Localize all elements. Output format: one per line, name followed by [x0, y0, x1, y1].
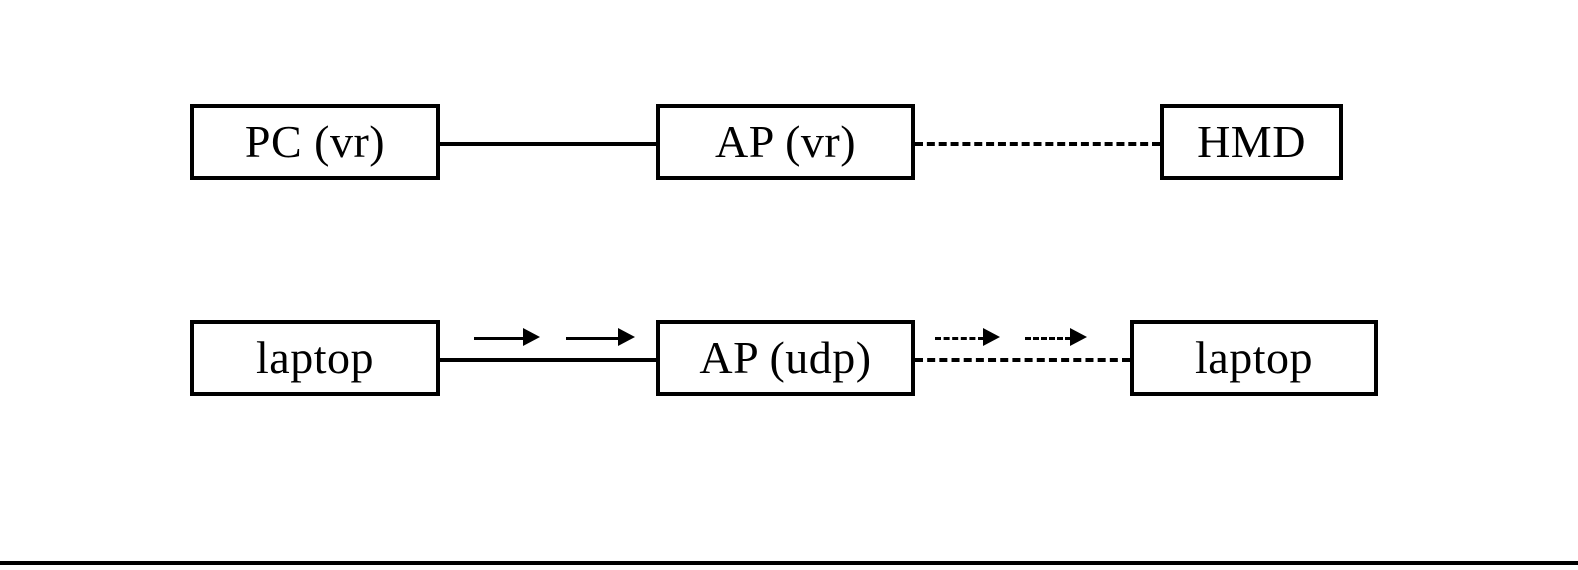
flow-arrow-4-shaft: [1025, 337, 1071, 340]
node-hmd-label: HMD: [1197, 116, 1306, 167]
flow-arrow-2-head: [618, 328, 635, 346]
page-bottom-rule: [0, 561, 1578, 565]
node-laptop-right-label: laptop: [1195, 332, 1313, 383]
link-ap-vr-to-hmd: [915, 142, 1160, 146]
node-hmd[interactable]: HMD: [1160, 104, 1343, 180]
link-pc-to-ap-vr: [440, 142, 656, 146]
node-pc-vr[interactable]: PC (vr): [190, 104, 440, 180]
node-pc-vr-label: PC (vr): [244, 116, 386, 167]
link-ap-udp-to-laptop: [915, 358, 1130, 362]
node-ap-vr[interactable]: AP (vr): [656, 104, 915, 180]
flow-arrow-4-head: [1070, 328, 1087, 346]
link-laptop-to-ap-udp: [440, 358, 656, 362]
flow-arrow-1-head: [523, 328, 540, 346]
node-ap-udp[interactable]: AP (udp): [656, 320, 915, 396]
node-ap-vr-label: AP (vr): [714, 116, 857, 167]
node-laptop-right[interactable]: laptop: [1130, 320, 1378, 396]
flow-arrow-1-shaft: [474, 337, 524, 340]
flow-arrow-3-head: [983, 328, 1000, 346]
flow-arrow-2-shaft: [566, 337, 619, 340]
node-laptop-left-label: laptop: [256, 332, 374, 383]
node-laptop-left[interactable]: laptop: [190, 320, 440, 396]
node-ap-udp-label: AP (udp): [699, 332, 872, 383]
flow-arrow-3-shaft: [935, 337, 984, 340]
